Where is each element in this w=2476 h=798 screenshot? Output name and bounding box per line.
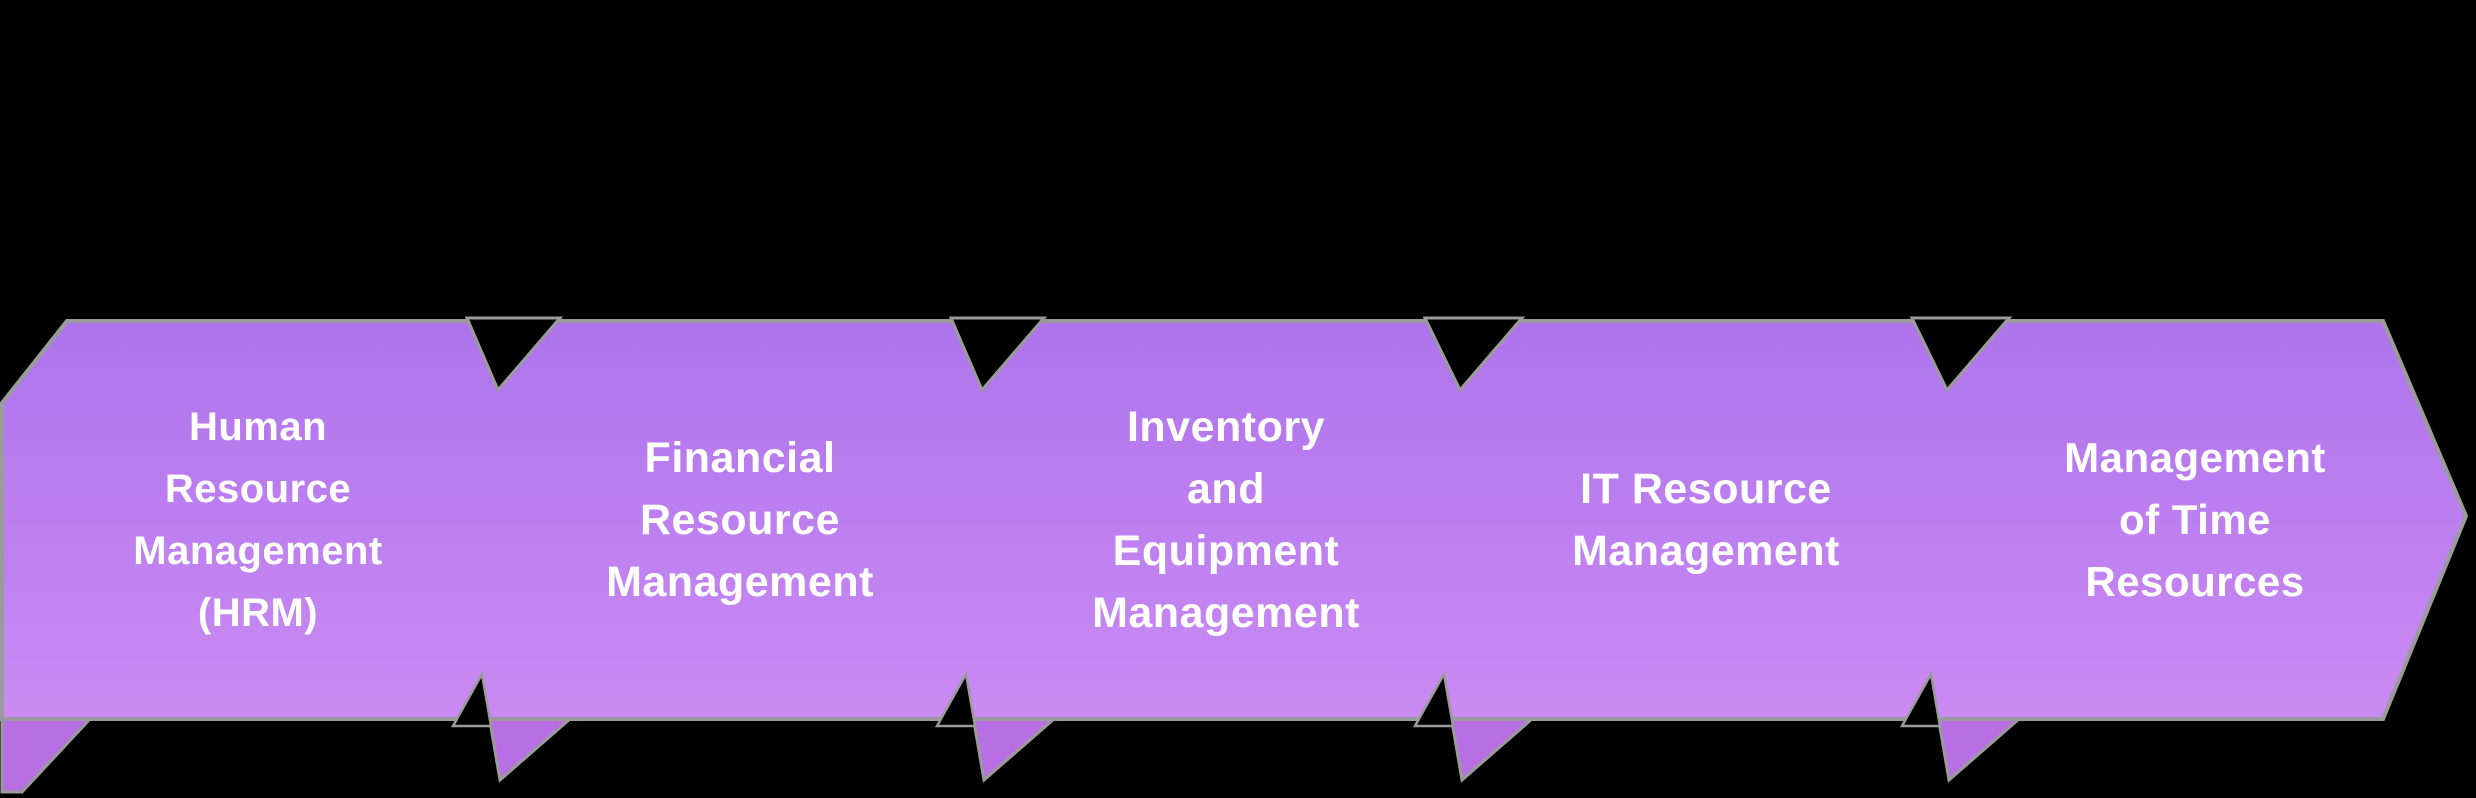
chevron-step-label-2: Financial Resource Management <box>606 434 874 606</box>
chevron-step-label-5: Management of Time Resources <box>2064 434 2326 605</box>
chevron-notch-gap <box>1909 316 2013 393</box>
chevron-bottom-gap <box>934 670 977 728</box>
chevron-notch-gap <box>464 316 564 393</box>
chevron-bottom-gap <box>1412 670 1455 728</box>
chevron-step-label-3: Inventory and Equipment Management <box>1092 403 1360 637</box>
chevron-bottom-gap <box>450 670 493 728</box>
chevron-bottom-gap <box>1899 670 1942 728</box>
chevron-step-label-1: Human Resource Management (HRM) <box>133 405 383 635</box>
chevron-notch-gap <box>948 316 1048 393</box>
chevron-step-label-4: IT Resource Management <box>1572 465 1840 575</box>
chevron-band <box>0 319 2469 721</box>
chevron-notch-gap <box>1422 316 1526 393</box>
